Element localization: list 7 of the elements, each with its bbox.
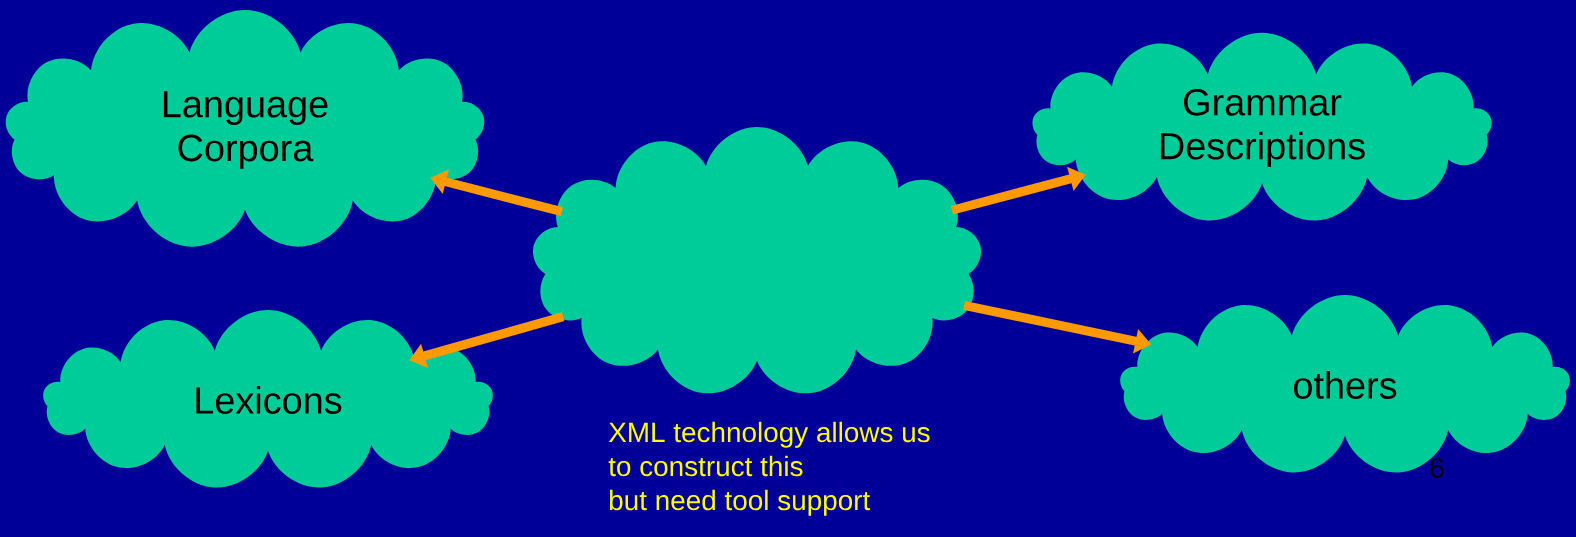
note-text: but need tool support [610, 489, 871, 516]
note-text: to construct this [608, 455, 803, 477]
cloud-node: Language Corpora [5, 10, 485, 247]
cloud-node: Grammar Descriptions [1032, 32, 1492, 221]
cloud-shape [532, 127, 982, 394]
note-text: XML technology allows us [608, 421, 930, 448]
cloud-node: Lexicons [43, 310, 493, 488]
